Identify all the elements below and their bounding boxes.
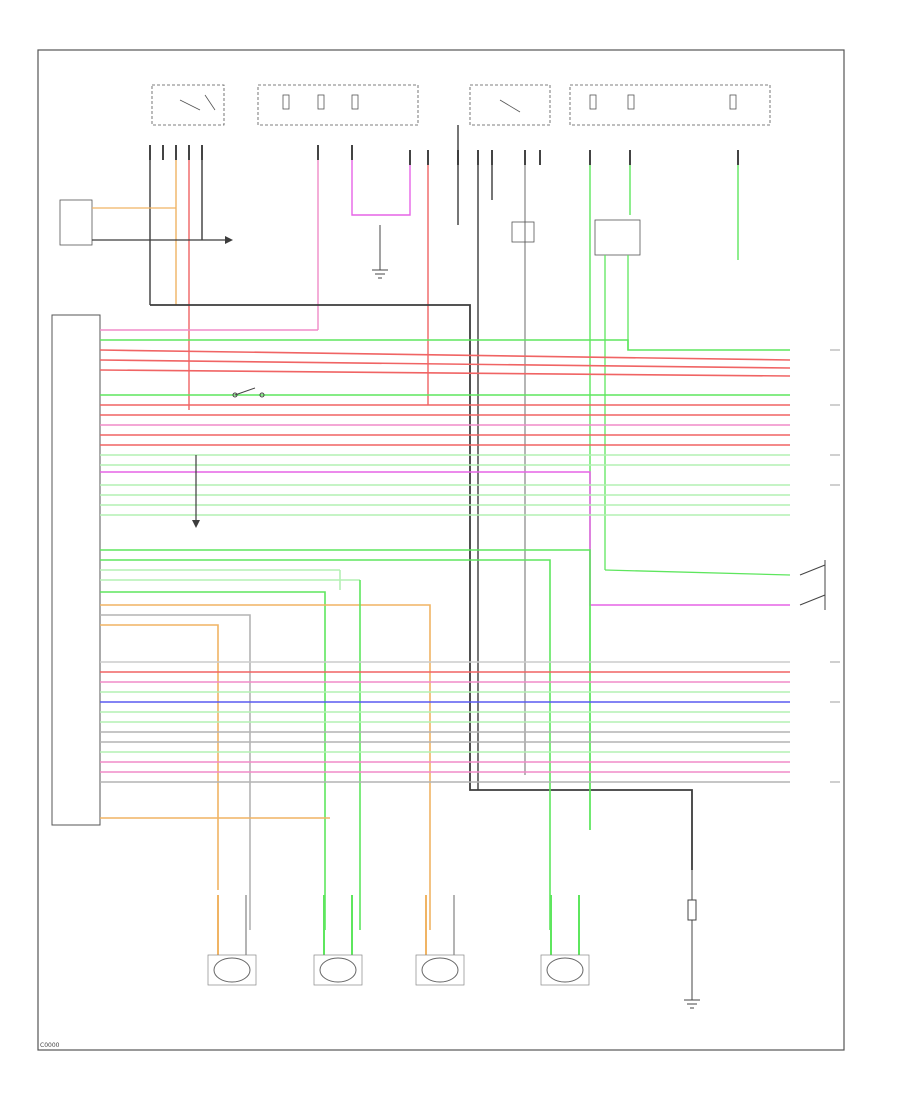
wheel-sensor-left-front [207,895,257,986]
connector-pins-top [149,145,739,165]
brake-switch-symbol [232,387,265,398]
diode-box [511,221,535,243]
wheel-sensor-left-rear [540,895,590,986]
fuse-relay-panel-right [469,84,771,126]
relay-box [594,219,641,256]
fuse-group [282,94,737,110]
fuse-relay-panel-left [151,84,419,126]
switch-box [59,199,93,246]
wheel-sensor-right-rear [313,895,363,986]
ground-fuse-column [684,870,700,1009]
ground-symbol [372,225,388,279]
wheel-sensor-right-front [415,895,465,986]
ground-wire [150,304,693,870]
bus-lines-lower [100,661,790,819]
bus-lines-sensors [100,549,591,930]
connector-stubs-right [830,349,840,783]
abs-control-module [51,314,101,826]
top-feed-wires [149,125,739,830]
arrow-icon [225,236,233,244]
frame-label: C0000 [40,1042,60,1049]
pressure-switch-symbol [799,560,826,610]
wheel-speed-sensors [207,895,590,986]
bus-lines-upper [99,329,791,606]
diagram-frame [37,49,845,1051]
